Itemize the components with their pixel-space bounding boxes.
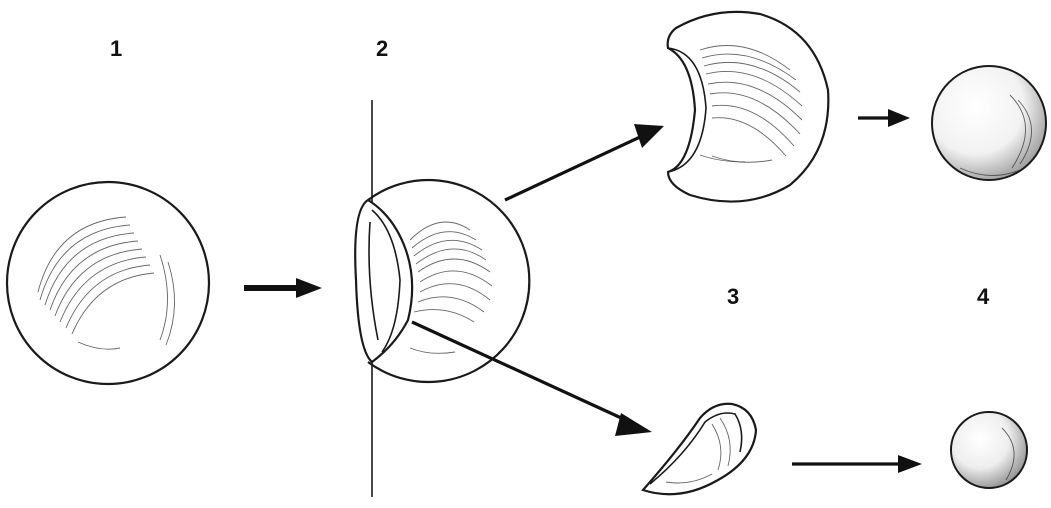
large-fragment: [668, 12, 829, 202]
fragment-shading: [700, 46, 802, 163]
regenerated-sphere-large: [932, 66, 1046, 180]
arrow-right-2: [858, 109, 910, 127]
whole-cell: [7, 182, 209, 384]
step-label-1: 1: [110, 36, 122, 61]
step-label-4: 4: [977, 284, 990, 309]
step-label-2: 2: [376, 36, 388, 61]
cell-interior-shading: [38, 217, 175, 349]
arrow-up-right: [505, 124, 664, 200]
regenerated-sphere-small: [951, 412, 1027, 488]
arrow-right-1: [244, 278, 322, 298]
arrow-right-3: [792, 455, 922, 473]
small-fragment: [643, 404, 756, 494]
cut-cell-shading: [410, 222, 492, 353]
step-label-3: 3: [727, 284, 739, 309]
cell-being-cut: [355, 100, 529, 497]
